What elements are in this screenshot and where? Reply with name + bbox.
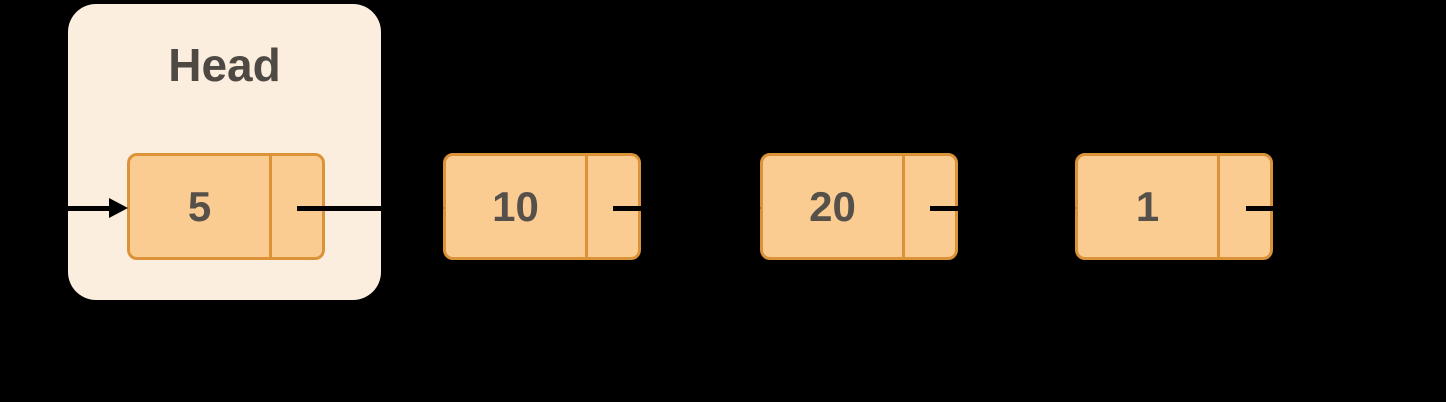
- node-value: 20: [809, 182, 856, 230]
- next-pointer-arrow-line: [613, 206, 744, 211]
- node-next-pointer-cell: [1217, 156, 1270, 257]
- node-value: 10: [492, 182, 539, 230]
- head-arrow-head-icon: [109, 198, 128, 218]
- next-pointer-arrow-line: [930, 206, 1059, 211]
- node-value: 5: [187, 182, 212, 230]
- list-node-0: 5: [127, 153, 325, 260]
- list-node-2: 20: [760, 153, 958, 260]
- next-pointer-arrow-head-icon: [742, 198, 761, 218]
- list-node-1: 10: [443, 153, 641, 260]
- node-next-pointer-cell: [902, 156, 955, 257]
- next-pointer-arrow-head-icon: [1057, 198, 1076, 218]
- next-pointer-arrow-line: [1246, 206, 1362, 211]
- next-pointer-arrow-head-icon: [425, 198, 444, 218]
- node-next-pointer-cell: [269, 156, 322, 257]
- list-node-3: 1: [1075, 153, 1273, 260]
- next-pointer-arrow-line: [297, 206, 427, 211]
- next-pointer-arrow-head-icon: [1360, 198, 1379, 218]
- head-arrow-line: [20, 206, 110, 211]
- head-label: Head: [168, 39, 281, 91]
- node-value: 1: [1135, 182, 1160, 230]
- node-next-pointer-cell: [585, 156, 638, 257]
